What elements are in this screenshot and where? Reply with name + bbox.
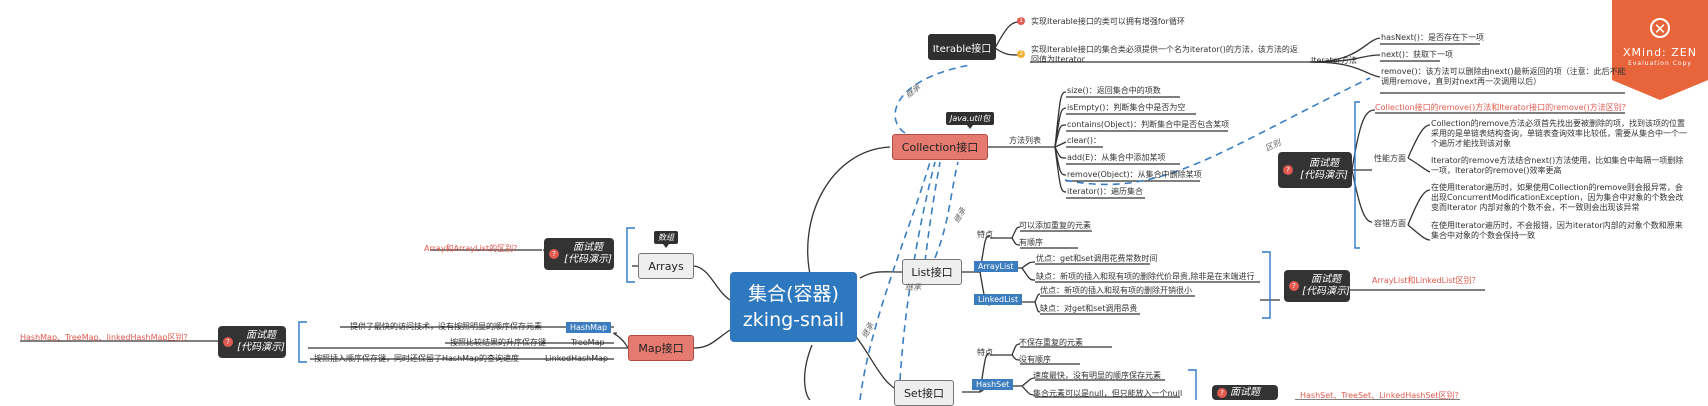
iterator-method-hasnext[interactable]: hasNext()：是否存在下一项 [1381,33,1485,42]
collection-interface-node[interactable]: Collection接口 [892,134,988,160]
fault-tolerance-item-1[interactable]: 在使用Iterator遍历时，如果使用Collection的remove则会报异… [1431,183,1684,212]
arraylist-pro[interactable]: 优点：get和set调用花费常数时间 [1036,254,1158,263]
inherit-label-list-left: 继承 [905,283,921,292]
performance-label[interactable]: 性能方面 [1374,154,1406,163]
collection-method-clear[interactable]: clear()： [1067,136,1101,145]
xmind-banner-background [1612,0,1708,100]
fault-tolerance-label[interactable]: 容错方面 [1374,219,1406,228]
treemap-label[interactable]: TreeMap [571,338,605,347]
iterator-method-label[interactable]: Iterator方法 [1311,56,1357,65]
interview-map-title: 面试题 [246,330,276,341]
interview-arrays-sub: [代码演示] [564,254,612,265]
performance-item-2[interactable]: Iterator的remove方法结合next()方法使用，比如集合中每隔一项删… [1431,156,1684,175]
list-features-label[interactable]: 特点 [977,230,993,239]
iterator-method-remove[interactable]: remove()：该方法可以删除由next()最新返回的项（注意：此后不能调用r… [1381,67,1626,86]
central-topic-subtitle: zking-snail [742,309,845,331]
interview-arrays-question[interactable]: Array和ArrayList的区别？ [424,244,522,253]
set-feature-unique[interactable]: 不保存重复的元素 [1019,338,1083,347]
interview-list-question[interactable]: ArrayList和LinkedList区别？ [1372,276,1480,285]
method-list-label[interactable]: 方法列表 [1009,136,1041,145]
linkedlist-tag[interactable]: LinkedList [974,294,1023,305]
interview-remove-title: 面试题 [1309,158,1339,169]
collection-method-size[interactable]: size()：返回集合中的项数 [1067,86,1161,95]
set-feature-unordered[interactable]: 没有顺序 [1019,355,1051,364]
collection-method-contains[interactable]: contains(Object)：判断集合中是否包含某项 [1067,120,1230,129]
interview-arrays-box[interactable]: ? 面试题 [代码演示] [544,238,614,270]
iterable-interface-node[interactable]: Iterable接口 [928,34,996,60]
interview-map-box[interactable]: ? 面试题 [代码演示] [218,326,286,358]
collection-method-remove[interactable]: remove(Object)：从集合中删除某项 [1067,170,1202,179]
interview-list-box[interactable]: ? 面试题 [代码演示] [1284,270,1350,302]
interview-remove-question[interactable]: Collection接口的remove()方法和Iterator接口的remov… [1375,103,1630,112]
question-icon: ? [1289,281,1299,291]
linkedlist-pro[interactable]: 优点：新项的插入和现有项的删除开销很小 [1040,286,1192,295]
iterator-method-next[interactable]: next()：获取下一项 [1381,50,1453,59]
list-feature-duplicate[interactable]: 可以添加重复的元素 [1019,221,1091,230]
hashset-item-2[interactable]: 集合元素可以是null，但只能放入一个null [1033,389,1183,398]
priority-1-icon: 1 [1017,17,1025,25]
linkedlist-con[interactable]: 缺点：对get和set调用昂贵 [1040,304,1138,313]
array-tag: 数组 [654,231,678,248]
xmind-evaluation-banner[interactable]: ✕ XMind: ZEN Evaluation Copy [1612,0,1708,100]
arraylist-tag[interactable]: ArrayList [974,261,1018,272]
hashset-item-1[interactable]: 速度最快，没有明显的顺序保存元素 [1033,371,1161,380]
arraylist-con[interactable]: 缺点：新项的插入和现有项的删除代价昂贵,除非是在末端进行 [1036,272,1255,281]
central-topic-title: 集合(容器) [748,283,839,305]
interview-list-title: 面试题 [1311,274,1341,285]
interview-remove-sub: [代码演示] [1300,170,1348,181]
interview-set-question[interactable]: HashSet、TreeSet、LinkedHashSet区别？ [1300,391,1463,400]
priority-2-icon: 2 [1017,50,1025,58]
performance-item-1[interactable]: Collection的remove方法必须首先找出要被删除的项，找到该项的位置采… [1431,119,1687,148]
collection-method-add[interactable]: add(E)：从集合中添加某项 [1067,153,1166,162]
question-icon: ? [223,337,233,347]
interview-remove-box[interactable]: ? 面试题 [代码演示] [1278,152,1352,188]
close-icon[interactable]: ✕ [1650,18,1670,38]
list-interface-node[interactable]: List接口 [902,259,962,285]
question-icon: ? [1217,388,1227,398]
central-topic[interactable]: 集合(容器) zking-snail [730,272,857,342]
set-features-label[interactable]: 特点 [977,348,993,357]
interview-map-question[interactable]: HashMap、TreeMap、linkedHashMap区别？ [20,333,192,342]
linkedhashmap-label[interactable]: LinkedHashMap [545,354,609,363]
question-icon: ? [1283,165,1293,175]
collection-method-iterator[interactable]: iterator()：遍历集合 [1067,187,1144,196]
hashmap-tag[interactable]: HashMap [566,322,612,333]
hashset-tag[interactable]: HashSet [972,379,1014,390]
xmind-subtitle: Evaluation Copy [1628,60,1692,67]
map-interface-node[interactable]: Map接口 [628,335,694,361]
arrays-node[interactable]: Arrays [638,253,694,279]
linkedhashmap-desc[interactable]: 按照插入顺序保存键，同时还保留了HashMap的查询速度 [314,354,520,363]
java-util-tag: Java.util包 [946,112,995,129]
interview-list-sub: [代码演示] [1302,286,1350,297]
interview-set-box[interactable]: ? 面试题 [1212,385,1278,400]
collection-method-isempty[interactable]: isEmpty()：判断集合中是否为空 [1067,103,1186,112]
interview-map-sub: [代码演示] [237,342,285,353]
treemap-desc[interactable]: 按照比较结果的升序保存键 [450,338,546,347]
fault-tolerance-item-2[interactable]: 在使用Iterator遍历时，不会报错，因为iterator内部的对象个数和原来… [1431,221,1683,240]
interview-set-title: 面试题 [1230,386,1260,398]
hashmap-desc[interactable]: 提供了最快的访问技术，没有按照明显的顺序保存元素 [350,322,542,331]
list-feature-ordered[interactable]: 有顺序 [1019,238,1043,247]
question-icon: ? [549,249,559,259]
xmind-brand: XMind: ZEN [1623,46,1697,59]
iterable-note-2[interactable]: 实现Iterable接口的集合类必须提供一个名为iterator()的方法，该方… [1031,45,1298,64]
interview-arrays-title: 面试题 [573,242,603,253]
set-interface-node[interactable]: Set接口 [894,380,954,406]
iterable-note-1[interactable]: 实现Iterable接口的类可以拥有增强for循环 [1031,17,1185,26]
